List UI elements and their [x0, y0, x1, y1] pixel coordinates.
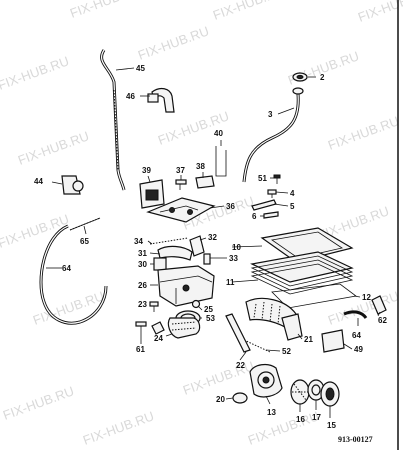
part-clip [371, 295, 387, 315]
part-label: 51 [258, 174, 267, 183]
part-label: 12 [362, 293, 371, 302]
part-level-sensor [153, 257, 167, 271]
watermark: FIX-HUB.RU [16, 128, 91, 168]
part-label: 31 [138, 249, 147, 258]
part-label: 15 [327, 421, 336, 430]
part-bracket [189, 235, 205, 257]
part-label: 25 [204, 305, 213, 314]
part-label: 23 [138, 300, 147, 309]
part-label: 40 [214, 129, 223, 138]
part-label: 22 [236, 361, 245, 370]
part-label: 17 [312, 413, 321, 422]
part-screw [273, 174, 281, 184]
part-filter-cap [320, 381, 340, 407]
part-hose-connector [61, 175, 84, 195]
part-impeller [290, 379, 310, 405]
part-label: 21 [304, 335, 313, 344]
part-label: 36 [226, 202, 235, 211]
part-screw [135, 321, 147, 340]
part-label: 2 [320, 73, 325, 82]
part-label: 64 [62, 264, 71, 273]
part-label: 61 [136, 345, 145, 354]
part-label: 49 [354, 345, 363, 354]
part-spring [69, 217, 101, 231]
part-label: 65 [80, 237, 89, 246]
part-small-hose [343, 310, 368, 319]
part-spring [149, 237, 189, 245]
part-label: 53 [206, 314, 215, 323]
part-label: 10 [232, 243, 241, 252]
part-u-clip [215, 146, 227, 177]
part-plug [232, 392, 248, 404]
part-pressure-hose [39, 224, 108, 325]
part-bellows [167, 317, 201, 339]
part-label: 32 [208, 233, 217, 242]
part-tray-top [260, 227, 354, 263]
part-label: 44 [34, 177, 43, 186]
part-label: 33 [229, 254, 238, 263]
watermark: FIX-HUB.RU [1, 383, 76, 423]
part-clip [203, 253, 211, 265]
watermark: FIX-HUB.RU [68, 0, 143, 21]
watermark: FIX-HUB.RU [246, 408, 321, 448]
leader-lines [46, 67, 381, 418]
watermark: FIX-HUB.RU [356, 0, 403, 25]
part-label: 38 [196, 162, 205, 171]
part-label: 24 [154, 334, 163, 343]
part-label: 30 [138, 260, 147, 269]
part-label: 62 [378, 316, 387, 325]
part-drain-hose [100, 49, 126, 191]
part-hose-clip [251, 199, 277, 211]
part-label: 11 [226, 278, 235, 287]
part-solenoid-valve [139, 179, 165, 209]
part-screw [175, 179, 187, 190]
part-dispenser-plate [146, 197, 216, 223]
part-bolt [151, 321, 165, 335]
part-nut [191, 299, 201, 309]
part-cover [157, 245, 193, 261]
part-label: 3 [268, 110, 273, 119]
diagram-code: 913-00127 [338, 435, 373, 444]
part-washer [292, 72, 308, 82]
part-rod [225, 313, 251, 353]
part-label: 45 [136, 64, 145, 73]
part-label: 5 [290, 202, 295, 211]
part-label: 39 [142, 166, 151, 175]
part-label: 6 [252, 212, 257, 221]
part-label: 26 [138, 281, 147, 290]
watermark: FIX-HUB.RU [0, 53, 71, 93]
part-label: 13 [267, 408, 276, 417]
part-screw [267, 189, 277, 198]
part-pin [263, 211, 279, 219]
part-label: 37 [176, 166, 185, 175]
part-label: 4 [290, 189, 295, 198]
part-label: 20 [216, 395, 225, 404]
part-label: 46 [126, 92, 135, 101]
part-label: 34 [134, 237, 143, 246]
part-label: 64 [352, 331, 361, 340]
part-labels: 2 3 4 5 6 10 11 12 13 15 16 17 20 21 22 … [34, 64, 387, 430]
part-inlet-hose [242, 87, 304, 183]
part-bracket [321, 329, 345, 353]
part-outlet-elbow [281, 313, 303, 341]
part-hose-bracket [147, 87, 175, 113]
watermark: FIX-HUB.RU [211, 0, 286, 23]
part-pump-housing [157, 265, 215, 307]
part-label: 16 [296, 415, 305, 424]
part-screw [149, 301, 159, 312]
watermark: FIX-HUB.RU [81, 408, 156, 448]
part-tray-seal [250, 251, 354, 295]
watermark: FIX-HUB.RU [136, 23, 211, 63]
part-small-bracket [195, 175, 215, 189]
part-label: 52 [282, 347, 291, 356]
part-drain-pump [249, 363, 283, 398]
watermark: FIX-HUB.RU [326, 113, 401, 153]
